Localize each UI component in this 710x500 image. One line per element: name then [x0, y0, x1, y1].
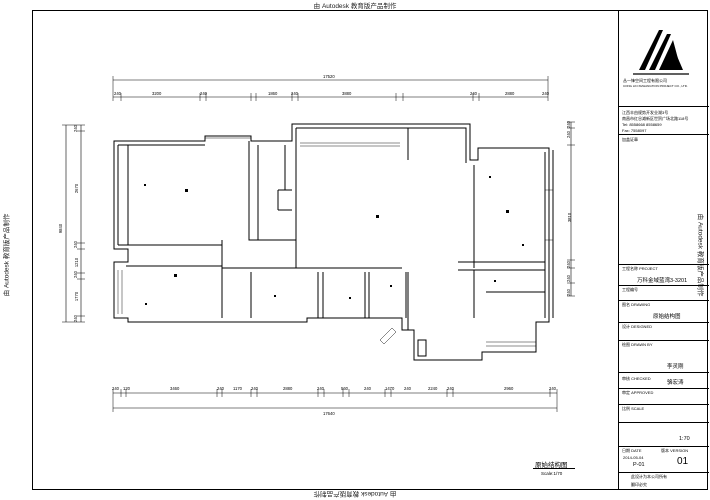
left-dim-7: 240: [73, 315, 78, 322]
note-2: 翻印必究: [631, 482, 647, 487]
fax: Fax: 7558097: [622, 128, 647, 133]
tel: Tel: 8558668 8558659: [622, 122, 662, 127]
bottom-dim-15: 2960: [504, 386, 514, 391]
top-dim-6: 3880: [342, 91, 352, 96]
designer-name: 李灵刚: [667, 364, 684, 370]
bottom-dim-14: 240: [447, 386, 454, 391]
divider-9: [619, 388, 709, 389]
left-dim-4: 1210: [74, 257, 80, 268]
bottom-dim-3: 3460: [170, 386, 180, 391]
top-total-dim: 17520: [323, 74, 335, 79]
sheet-code: P-01: [633, 462, 645, 468]
bottom-dim-5: 1170: [233, 386, 243, 391]
right-dim-2: 240: [566, 131, 571, 138]
scale-label: 比例 SCALE: [622, 406, 645, 411]
divider-11: [619, 422, 709, 423]
bottom-dim-6: 240: [251, 386, 258, 391]
company-logo-icon: [633, 30, 689, 75]
bottom-dim-1: 240: [112, 386, 119, 391]
drafter-label: 绘图 DRAWN BY: [622, 342, 653, 347]
company-name: 丛一锋空间工程有限公司: [623, 78, 667, 83]
divider-1: [619, 106, 709, 107]
divider-8: [619, 372, 709, 373]
right-dim-3: 3810: [567, 212, 573, 223]
divider-13: [619, 472, 709, 473]
right-dim-5: 240: [566, 275, 571, 282]
check-label: 审核 CHECKED: [622, 376, 651, 381]
sheet-number: 01: [677, 456, 689, 467]
address-1: 江西丰由规势开发业湖3号: [622, 110, 669, 115]
bottom-dim-8: 240: [317, 386, 324, 391]
bottom-dim-4: 240: [217, 386, 224, 391]
date-label: 日期 DATE: [622, 448, 642, 453]
bottom-dim-12: 240: [404, 386, 411, 391]
company-name-en: CONG LIN XIZHANGTION PROJECT CO., LTD.: [623, 84, 688, 88]
top-dim-8: 2880: [505, 91, 515, 96]
divider-5: [619, 300, 709, 301]
divider-7: [619, 340, 709, 341]
top-dim-1: 240: [114, 91, 121, 96]
bottom-total-dim: 17640: [323, 411, 335, 416]
left-total-dim: 9840: [58, 223, 64, 234]
bottom-dim-2: 120: [123, 386, 130, 391]
left-dim-5: 240: [73, 271, 78, 278]
left-dim-1: 240: [73, 125, 78, 132]
drawing-label: 图名 DRAWING: [622, 302, 651, 307]
drawing-caption: 原始结构图: [535, 462, 568, 469]
title-block: 丛一锋空间工程有限公司 CONG LIN XIZHANGTION PROJECT…: [618, 10, 709, 490]
bottom-dim-9: 560: [341, 386, 348, 391]
divider-6: [619, 322, 709, 323]
top-dim-3: 240: [200, 91, 207, 96]
caption-underline: [533, 468, 575, 469]
number-label: 工程编号: [622, 287, 638, 292]
date-value: 2014-05-04: [623, 455, 644, 460]
bottom-dim-13: 2240: [428, 386, 438, 391]
top-dim-7: 240: [470, 91, 477, 96]
divider-12: [619, 446, 709, 447]
divider-10: [619, 404, 709, 405]
scale-value: 1:70: [679, 436, 690, 442]
top-dim-9: 240: [542, 91, 549, 96]
bottom-dim-10: 240: [364, 386, 371, 391]
right-dim-4: 240: [566, 261, 571, 268]
project-name: 万科金域蓝湾3-3201: [637, 278, 688, 284]
project-label: 工程名称 PROJECT: [622, 266, 658, 271]
note-1: 此设计为本公司所有: [631, 474, 667, 479]
bottom-dim-11: 1470: [385, 386, 395, 391]
drawing-name: 原始结构图: [653, 314, 681, 320]
design-label: 设计 DESIGNED: [622, 324, 653, 329]
drawing-frame: [32, 10, 708, 490]
top-dim-4: 1860: [268, 91, 278, 96]
left-dim-6: 1770: [74, 291, 80, 302]
stamp-label: 加盖证章: [622, 137, 638, 142]
watermark-top: 由 Autodesk 教育版产品制作: [313, 3, 397, 10]
right-dim-6: 240: [566, 289, 571, 296]
top-dim-2: 3200: [152, 91, 162, 96]
top-dim-5: 240: [291, 91, 298, 96]
address-2: 南昌市红谷滩新区世贸广场北路118号: [622, 116, 689, 121]
approve-label: 审定 APPROVED: [622, 390, 654, 395]
left-dim-3: 240: [73, 241, 78, 248]
version-label: 版本 VERSION: [661, 448, 689, 453]
right-dim-1: 240: [566, 121, 571, 128]
divider-4: [619, 285, 709, 286]
drafter-name: 骆宏涛: [667, 380, 684, 386]
bottom-dim-7: 2880: [283, 386, 293, 391]
divider-2: [619, 134, 709, 135]
left-dim-2: 2670: [74, 183, 80, 194]
bottom-dim-16: 240: [549, 386, 556, 391]
divider-3: [619, 264, 709, 265]
drawing-scale: Scale:1/70: [541, 471, 563, 476]
